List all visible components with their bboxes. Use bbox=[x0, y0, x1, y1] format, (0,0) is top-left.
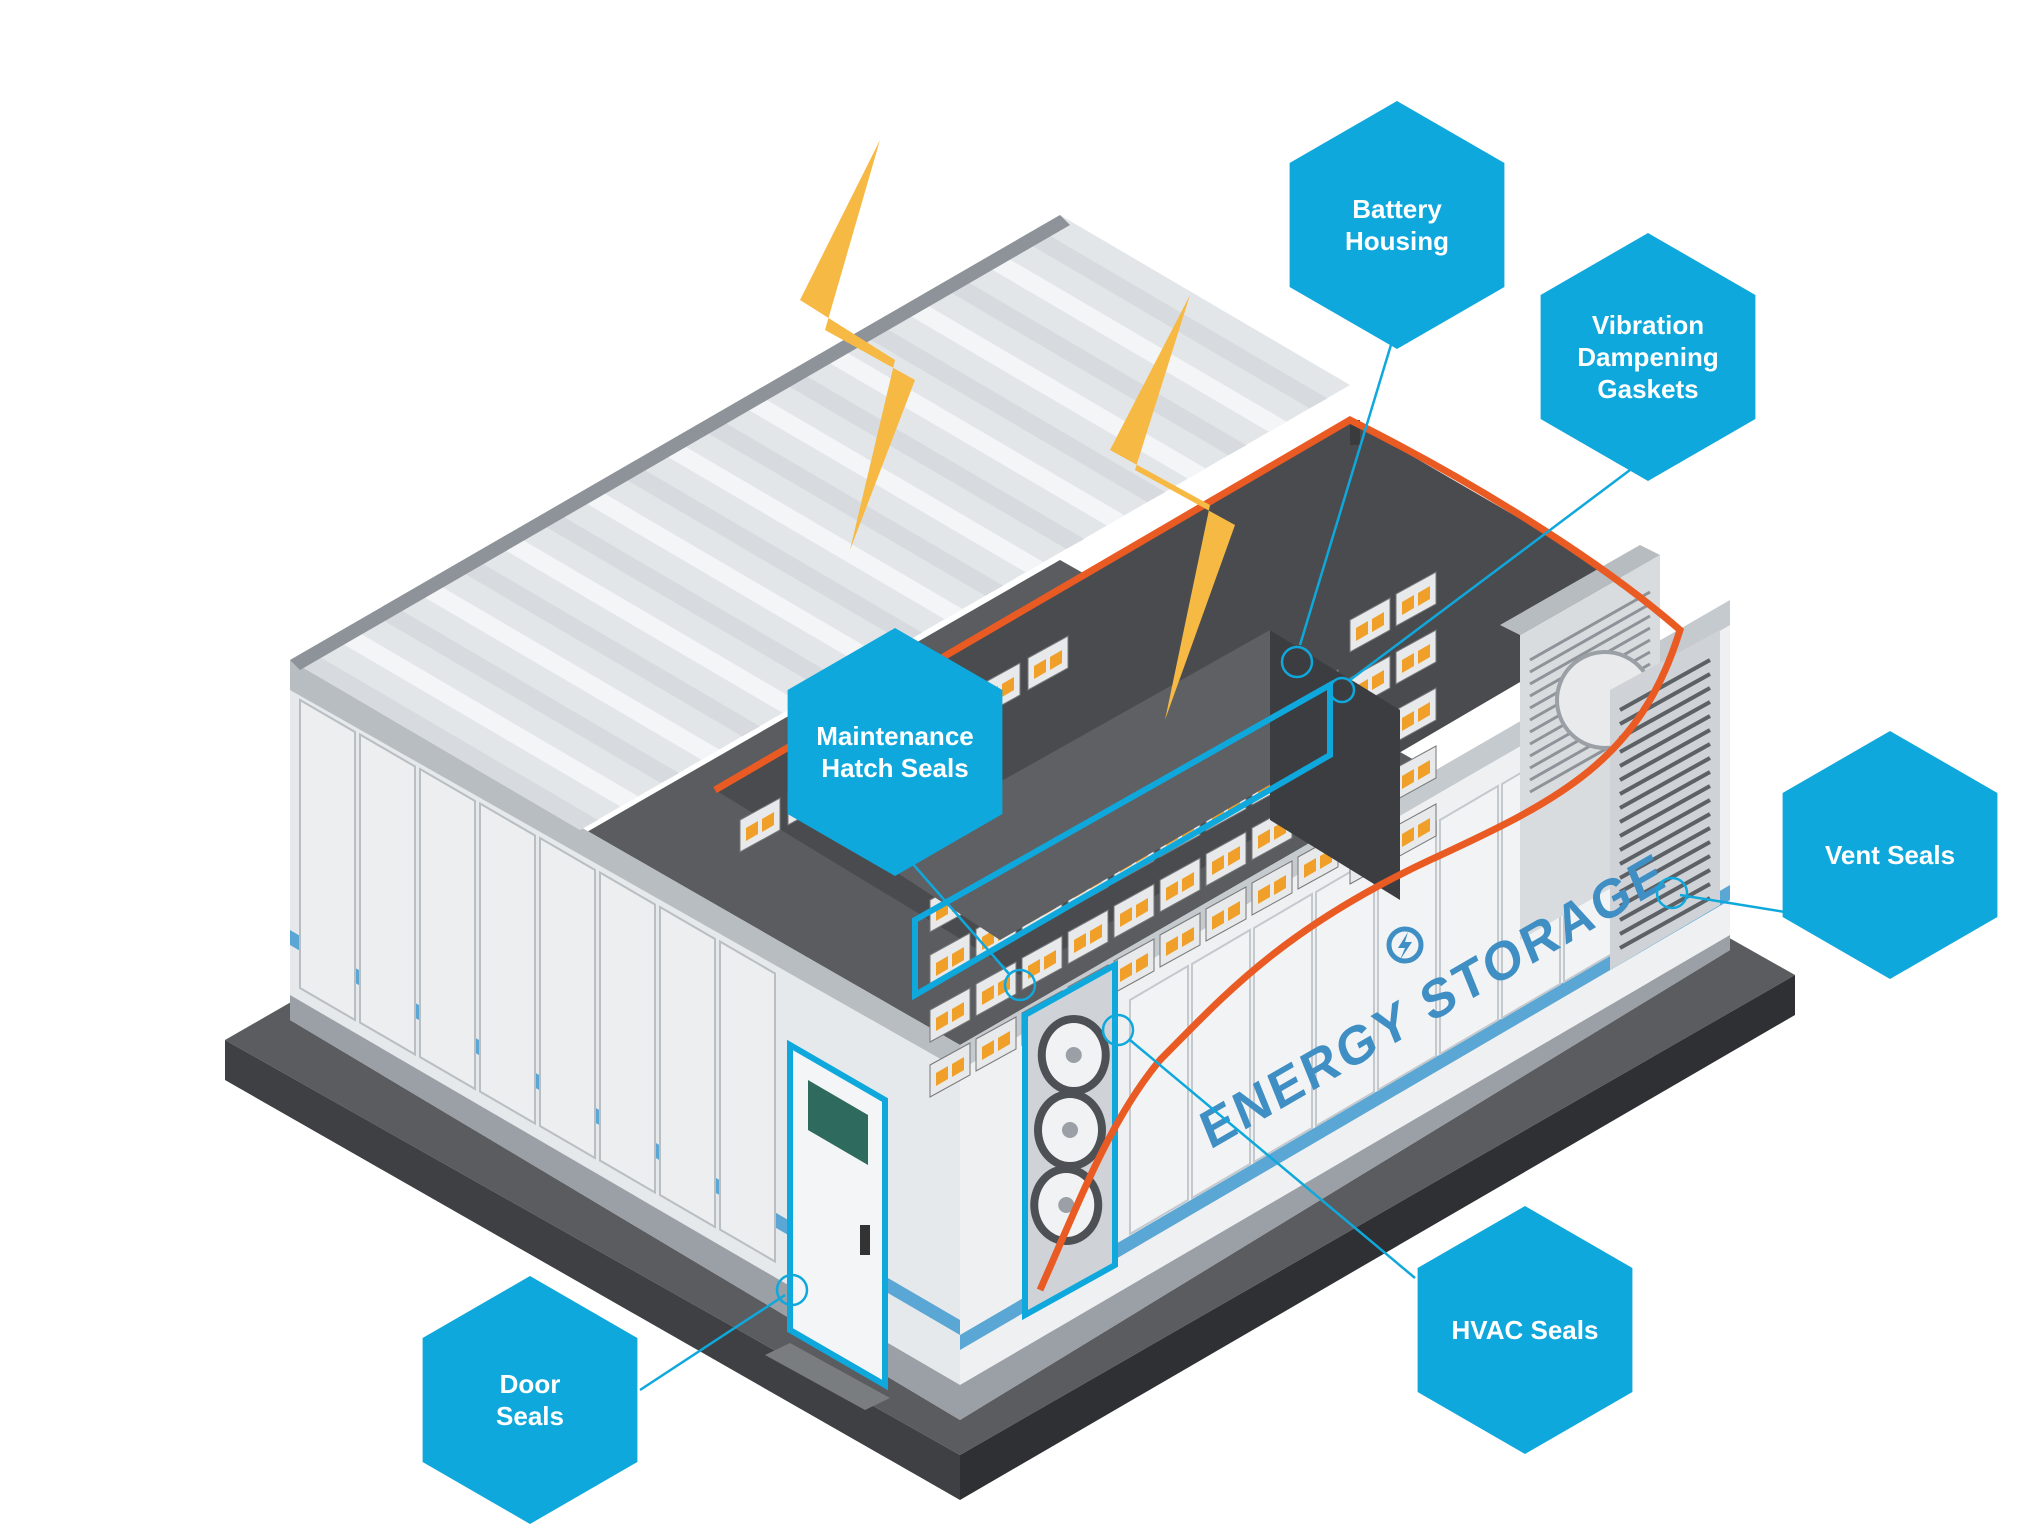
lightning-bolt-icon bbox=[800, 140, 915, 550]
callout-label: Housing bbox=[1345, 226, 1449, 256]
container-roof bbox=[290, 215, 1350, 830]
callout-leader-lines bbox=[639, 324, 1786, 1392]
callout-label: Hatch Seals bbox=[821, 753, 968, 783]
callout-label: HVAC Seals bbox=[1452, 1315, 1599, 1345]
fan-tower bbox=[1022, 959, 1118, 1321]
callouts: BatteryHousingVibrationDampeningGasketsM… bbox=[422, 101, 1998, 1524]
callout-label: Vibration bbox=[1592, 310, 1704, 340]
callout-label: Battery bbox=[1352, 194, 1442, 224]
callout-hexagon bbox=[1289, 101, 1505, 349]
callout-label: Vent Seals bbox=[1825, 840, 1955, 870]
callout-label: Maintenance bbox=[816, 721, 974, 751]
lightning-bolts bbox=[800, 140, 1235, 720]
maintenance-hatch-outline bbox=[912, 679, 1333, 1001]
entry-door bbox=[765, 1039, 890, 1410]
callout-label: Gaskets bbox=[1597, 374, 1698, 404]
callout-hexagon bbox=[1417, 1206, 1633, 1454]
callout-label: Seals bbox=[496, 1401, 564, 1431]
cutaway-outline bbox=[713, 416, 1685, 1292]
lightning-bolt-icon bbox=[1110, 295, 1235, 720]
callout-hvac-seals: HVAC Seals bbox=[1417, 1206, 1633, 1454]
callout-vent-seals: Vent Seals bbox=[1782, 731, 1998, 979]
left-panels bbox=[299, 698, 776, 1264]
callout-label: Door bbox=[500, 1369, 561, 1399]
callout-hexagon bbox=[1540, 233, 1756, 481]
callout-hexagon bbox=[1782, 731, 1998, 979]
callout-label: Dampening bbox=[1577, 342, 1719, 372]
callout-hexagon bbox=[787, 628, 1003, 876]
callout-hexagon bbox=[422, 1276, 638, 1524]
brand-badge bbox=[1386, 926, 1424, 964]
